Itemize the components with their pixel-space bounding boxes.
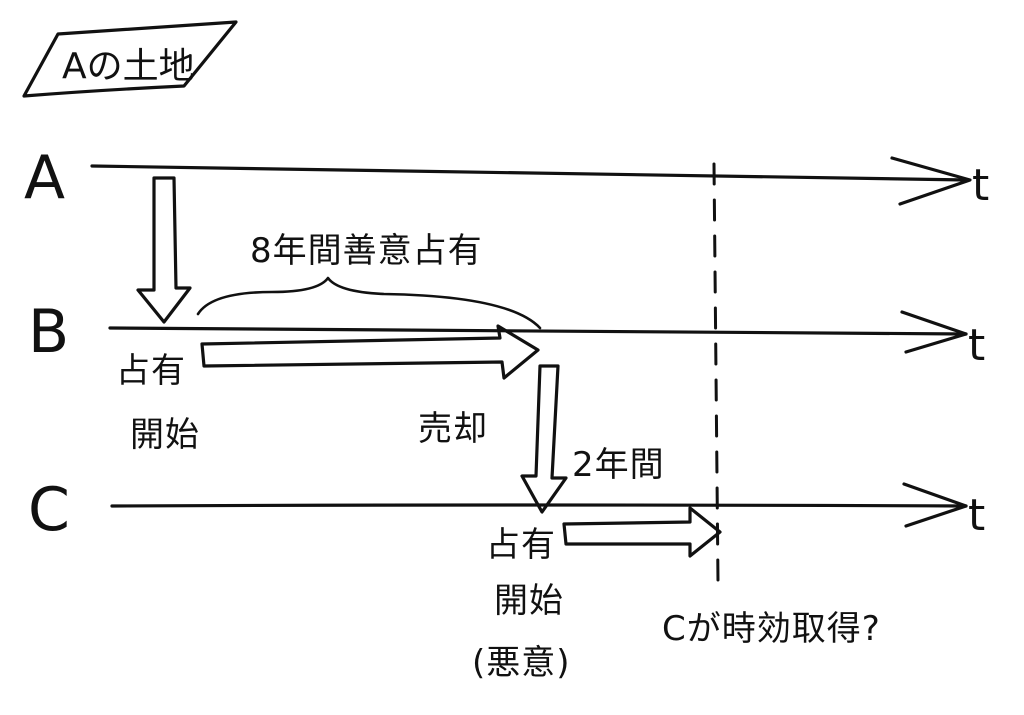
timeline-c-line — [110, 503, 968, 508]
party-c-label: C — [28, 475, 70, 545]
sale-label: 売却 — [418, 409, 488, 449]
title-label: Aの土地 — [62, 46, 195, 87]
timeline-b-line — [108, 326, 968, 336]
timeline-a-axis-label: t — [972, 160, 989, 211]
acquisitive-prescription-question: Cが時効取得? — [662, 609, 881, 649]
c-occupation-start-label-2: 開始 — [494, 581, 564, 621]
title-box: Aの土地 — [22, 20, 238, 98]
eight-years-label: 8年間善意占有 — [250, 231, 483, 271]
b-occupation-start-label-1: 占有 — [116, 351, 186, 391]
eight-years-brace — [196, 276, 542, 330]
timeline-a-arrowhead — [890, 156, 972, 206]
c-occupation-arrow — [562, 506, 722, 558]
timeline-b: t — [108, 310, 985, 371]
two-years-label: 2年間 — [572, 445, 665, 485]
party-a-label: A — [24, 143, 65, 213]
timeline-a: t — [90, 156, 989, 211]
party-b-label: B — [28, 297, 69, 367]
title-parallelogram — [22, 20, 238, 98]
timeline-c-arrowhead — [902, 482, 968, 528]
timeline-b-arrowhead — [900, 310, 968, 354]
timeline-b-axis-label: t — [968, 320, 985, 371]
timeline-a-line — [90, 164, 970, 182]
transfer-arrow-a-to-b — [136, 176, 192, 324]
sale-arrow-b-to-c — [520, 364, 568, 514]
b-occupation-arrow — [200, 324, 540, 380]
timeline-c-axis-label: t — [968, 490, 985, 541]
c-bad-faith-label: (悪意) — [472, 643, 571, 683]
timeline-c: t — [110, 482, 985, 541]
c-occupation-start-label-1: 占有 — [486, 525, 556, 565]
prescription-deadline-line — [712, 162, 720, 584]
b-occupation-start-label-2: 開始 — [130, 415, 200, 455]
